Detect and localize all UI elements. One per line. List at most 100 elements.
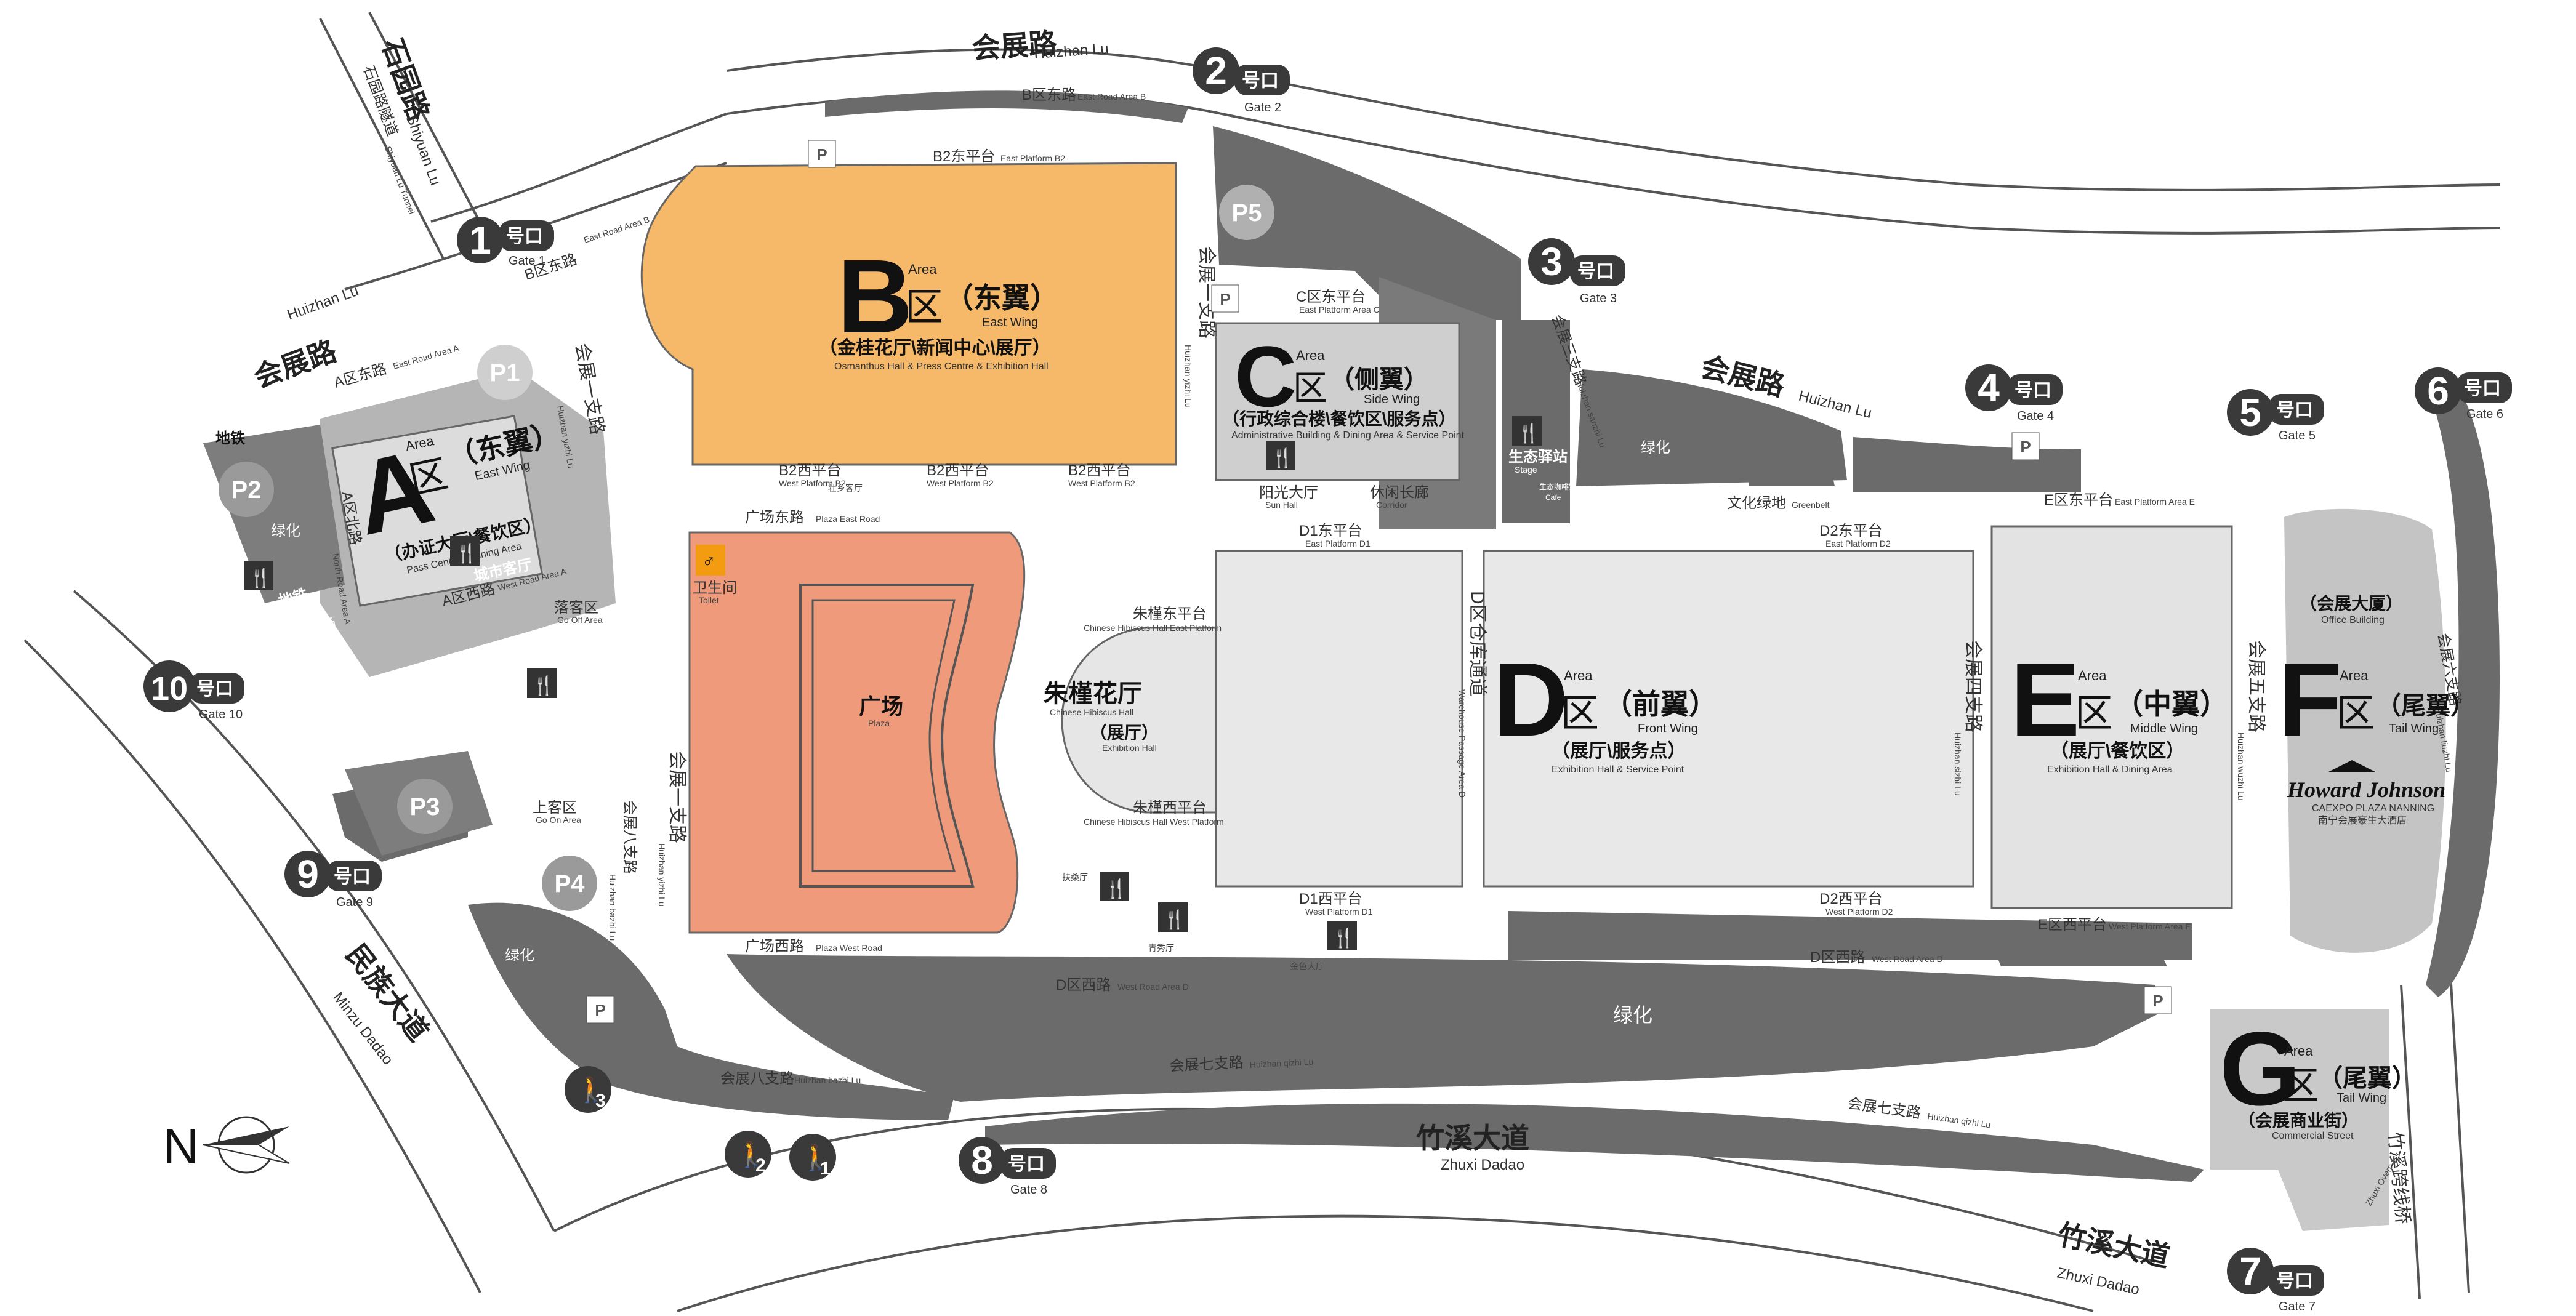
d2-east-platform-en: East Platform D2 — [1825, 539, 1891, 548]
svg-text:P: P — [2020, 438, 2031, 456]
zhuxi-dadao-right-en: Zhuxi Dadao — [2056, 1264, 2141, 1298]
gate-5[interactable]: 5 号口 Gate 5 — [2227, 389, 2324, 443]
dining-icon-a2: 🍴 — [244, 561, 273, 590]
dining-icon-left: 🍴 — [527, 668, 557, 698]
parking-p4-icon[interactable]: P4 — [542, 856, 597, 911]
area-g-sub: Area — [2284, 1043, 2313, 1059]
parking-p2-icon[interactable]: P2 — [219, 462, 274, 517]
parking-small-icon-3[interactable]: P — [2011, 432, 2040, 460]
b2-west-platform-1-en: West Platform B2 — [779, 478, 846, 488]
parking-small-icon-4[interactable]: P — [586, 995, 614, 1024]
sun-hall-cn: 阳光大厅 — [1259, 484, 1318, 501]
green-label-1: 绿化 — [1641, 439, 1670, 456]
area-f-en: Tail Wing — [2389, 722, 2439, 736]
area-e-label: E Area 区 （中翼） Middle Wing （展厅\餐饮区） Exhib… — [2010, 641, 2228, 775]
zhujin-label-cn: 朱槿花厅 — [1044, 680, 1142, 707]
gate-10[interactable]: 10 号口 Gate 10 — [143, 660, 244, 721]
d-area-shape — [1483, 550, 1974, 888]
gate-7-label: 号口 — [2276, 1271, 2313, 1291]
go-on-area-en: Go On Area — [536, 815, 581, 825]
parking-small-icon-5[interactable]: P — [2144, 986, 2172, 1014]
seventh-branch-2-en: Huizhan qizhi Lu — [1927, 1111, 1992, 1129]
dining-icons: 🍴 🍴 🍴 🍴 🍴 🍴 🍴 🍴 — [244, 416, 1542, 950]
toilet-label-en: Toilet — [699, 595, 719, 605]
b2-west-platform-2-cn: B2西平台 — [927, 462, 989, 479]
svg-text:2: 2 — [755, 1155, 766, 1176]
d2-west-platform-en: West Platform D2 — [1825, 907, 1893, 917]
eco-cafe-en: Cafe — [1545, 493, 1561, 502]
area-c-desc-en: Administrative Building & Dining Area & … — [1231, 430, 1465, 441]
svg-text:🚶: 🚶 — [736, 1140, 767, 1168]
c-area-shape — [1215, 322, 1460, 481]
svg-text:P1: P1 — [490, 359, 520, 387]
svg-text:🍴: 🍴 — [1517, 422, 1540, 444]
area-d-sub: Area — [1564, 668, 1593, 683]
gate-9-en: Gate 9 — [336, 896, 373, 909]
d-west-road-2-en: West Road Area D — [1872, 954, 1943, 964]
zhujin-hall-shape — [1061, 627, 1220, 814]
g-area — [2210, 1009, 2389, 1231]
gate-1-number: 1 — [469, 218, 491, 262]
a-east-road-cn: A区东路 — [332, 361, 388, 391]
dining-icon-stage: 🍴 — [1512, 416, 1542, 446]
svg-text:🍴: 🍴 — [532, 675, 555, 697]
gate-6[interactable]: 6 号口 Gate 6 — [2415, 367, 2512, 421]
gate-9-number: 9 — [297, 852, 319, 896]
plaza-east-road-cn: 广场东路 — [745, 509, 804, 526]
parking-p5-icon[interactable]: P5 — [1219, 185, 1274, 240]
seventh-branch-1-en: Huizhan qizhi Lu — [1249, 1057, 1313, 1070]
greenbelt-cn: 文化绿地 — [1727, 495, 1786, 512]
gate-8[interactable]: 8 号口 Gate 8 — [959, 1137, 1056, 1197]
dining-icon-d3: 🍴 — [1327, 921, 1357, 950]
gate-3[interactable]: 3 号口 Gate 3 — [1528, 238, 1625, 305]
area-f-letter: F — [2278, 641, 2342, 758]
seventh-branch-2-cn: 会展七支路 — [1846, 1095, 1922, 1121]
gate-1[interactable]: 1 号口 Gate 1 — [457, 217, 554, 268]
fusang-hall: 扶桑厅 — [1062, 872, 1088, 882]
gate-7-number: 7 — [2239, 1249, 2261, 1293]
north-label: N — [163, 1119, 199, 1174]
d-west-road-en: West Road Area D — [1117, 982, 1189, 992]
area-f-label: （会展大厦） Office Building F Area 区 （尾翼） Tai… — [2278, 593, 2475, 826]
pedestrian-gate-2-icon[interactable]: 🚶2 — [725, 1131, 771, 1178]
area-g-letter: G — [2220, 1011, 2301, 1128]
gate-3-number: 3 — [1540, 239, 1563, 284]
gate-7[interactable]: 7 号口 Gate 7 — [2227, 1248, 2324, 1314]
gate2-wedge — [1213, 126, 1521, 320]
parking-p3-icon[interactable]: P3 — [397, 779, 453, 834]
area-f-office-cn: （会展大厦） — [2300, 593, 2403, 613]
a-hall-shape — [331, 415, 544, 607]
gate-9-label: 号口 — [334, 867, 371, 887]
green-label-4: 绿化 — [271, 523, 300, 539]
area-b-letter: B — [837, 238, 913, 355]
gate-4[interactable]: 4 号口 Gate 4 — [1965, 364, 2063, 423]
svg-text:🍴: 🍴 — [1271, 447, 1294, 469]
zhuangxiang-hall: 壮乡客厅 — [828, 483, 863, 493]
area-e-en: Middle Wing — [2130, 722, 2198, 736]
f-area — [2284, 508, 2446, 953]
north-arrow-icon: N — [163, 1116, 290, 1174]
svg-text:🚶: 🚶 — [576, 1075, 606, 1104]
area-g-qu: 区 — [2281, 1065, 2319, 1107]
seventh-branch-1-cn: 会展七支路 — [1169, 1054, 1244, 1075]
area-e-sub: Area — [2078, 668, 2107, 683]
left-bottom-ground — [468, 902, 954, 1120]
zhujin-sub-cn: （展厅） — [1090, 723, 1159, 742]
b2-east-platform-cn: B2东平台 — [933, 148, 995, 165]
svg-text:P: P — [595, 1001, 605, 1019]
area-f-office-en: Office Building — [2321, 615, 2385, 625]
eco-cafe-cn: 生态咖啡馆 — [1539, 482, 1576, 491]
parking-small-icon-2[interactable]: P — [1211, 284, 1239, 313]
plaza-east-road-en: Plaza East Road — [816, 514, 880, 524]
pedestrian-gate-3-icon[interactable]: 🚶3 — [565, 1066, 611, 1113]
parking-small-icon-1[interactable]: P — [808, 140, 836, 168]
pedestrian-gate-1-icon[interactable]: 🚶1 — [789, 1134, 836, 1181]
c-east-platform-en: East Platform Area C — [1299, 305, 1380, 315]
gate-9[interactable]: 9 号口 Gate 9 — [284, 851, 382, 909]
hotel-roof-icon — [2327, 760, 2377, 772]
parking-p1-icon[interactable]: P1 — [477, 345, 533, 400]
gate-2[interactable]: 2 号口 Gate 2 — [1193, 47, 1290, 114]
svg-text:🚶: 🚶 — [800, 1143, 831, 1171]
zhujin-label-en: Chinese Hibiscus Hall — [1050, 707, 1133, 717]
gates: 1 号口 Gate 1 2 号口 Gate 2 3 号口 Gate 3 4 号口… — [143, 47, 2512, 1314]
